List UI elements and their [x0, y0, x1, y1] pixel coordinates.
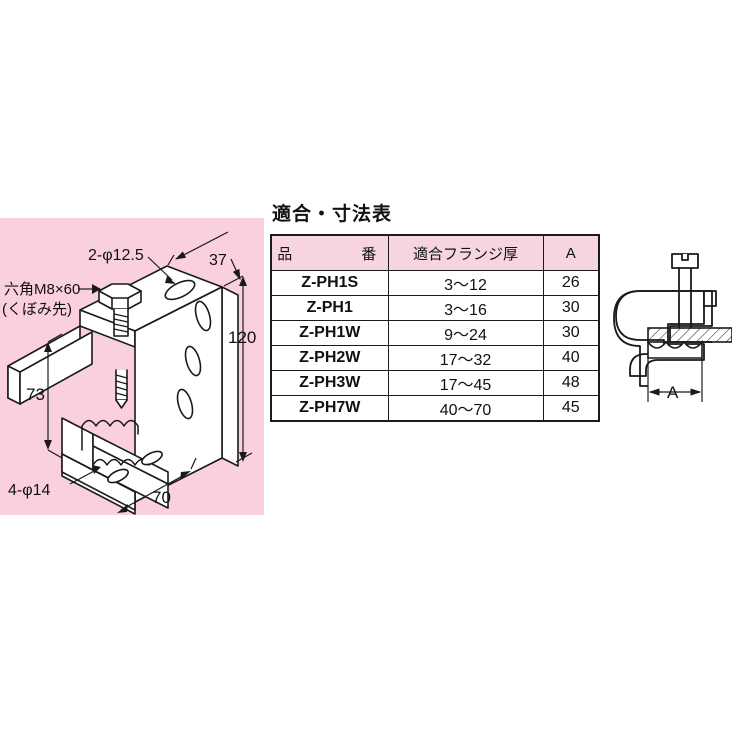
section-figure-panel: A	[604, 236, 732, 426]
column-header-flange-thickness: 適合フランジ厚	[387, 234, 544, 271]
cell-model: Z-PH1W	[270, 320, 389, 346]
compatibility-dimension-table: 品 番 適合フランジ厚 A Z-PH1S 3～12 26 Z-PH1 3～16 …	[270, 234, 600, 422]
table-row: Z-PH1 3～16 30	[270, 295, 600, 321]
product-figure-panel: 2-φ12.5 37 120 73 70 4-φ14 六角M8×60 (くぼみ先…	[0, 218, 264, 515]
dim-width-base: 70	[152, 488, 171, 507]
cell-a: 45	[542, 395, 600, 422]
cell-a: 48	[542, 370, 600, 396]
cell-flange: 40～70	[387, 395, 544, 422]
cell-model: Z-PH2W	[270, 345, 389, 371]
column-header-a: A	[542, 234, 600, 271]
dim-a-label: A	[667, 383, 679, 402]
dim-height-inner: 73	[26, 385, 45, 404]
spec-table-heading: 適合・寸法表	[272, 204, 393, 225]
table-row: Z-PH1S 3～12 26	[270, 270, 600, 296]
table-row: Z-PH7W 40～70 45	[270, 395, 600, 422]
cell-model: Z-PH3W	[270, 370, 389, 396]
isometric-beam-clamp-drawing: 2-φ12.5 37 120 73 70 4-φ14 六角M8×60 (くぼみ先…	[2, 231, 256, 515]
cell-flange: 3～12	[387, 270, 544, 296]
cell-flange: 17～32	[387, 345, 544, 371]
dim-height-total: 120	[228, 328, 256, 347]
table-header-row: 品 番 適合フランジ厚 A	[270, 234, 600, 271]
table-row: Z-PH1W 9～24 30	[270, 320, 600, 346]
column-header-model: 品 番	[270, 234, 389, 271]
dim-top-holes: 2-φ12.5	[88, 247, 144, 264]
cell-model: Z-PH1S	[270, 270, 389, 296]
cell-a: 30	[542, 320, 600, 346]
cell-a: 26	[542, 270, 600, 296]
cell-flange: 9～24	[387, 320, 544, 346]
cell-a: 30	[542, 295, 600, 321]
cell-model: Z-PH1	[270, 295, 389, 321]
flange-section	[647, 327, 732, 343]
cell-flange: 17～45	[387, 370, 544, 396]
spec-table-block: 適合・寸法表 品 番 適合フランジ厚 A Z-PH1S 3～12 26 Z-PH…	[270, 204, 602, 422]
table-row: Z-PH3W 17～45 48	[270, 370, 600, 396]
label-bolt-spec: 六角M8×60	[4, 281, 80, 298]
table-row: Z-PH2W 17～32 40	[270, 345, 600, 371]
label-bolt-spec-sub: (くぼみ先)	[2, 301, 72, 318]
dim-depth-top: 37	[209, 252, 227, 269]
side-section-clamp-drawing: A	[613, 253, 732, 402]
dim-bottom-holes: 4-φ14	[8, 482, 51, 499]
cell-model: Z-PH7W	[270, 395, 389, 422]
cell-flange: 3～16	[387, 295, 544, 321]
cell-a: 40	[542, 345, 600, 371]
